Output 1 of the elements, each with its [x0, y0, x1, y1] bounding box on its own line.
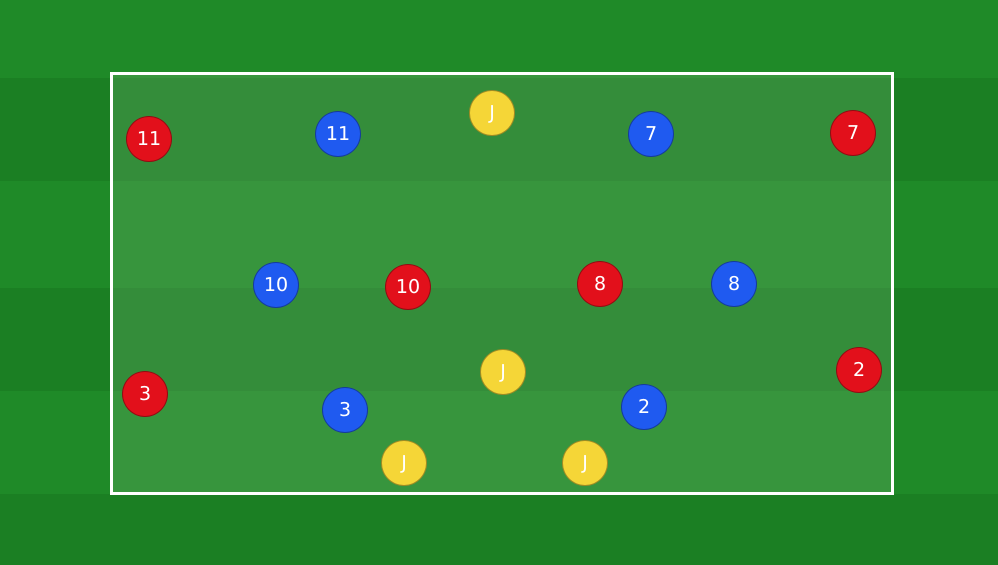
pitch-area [110, 72, 894, 495]
